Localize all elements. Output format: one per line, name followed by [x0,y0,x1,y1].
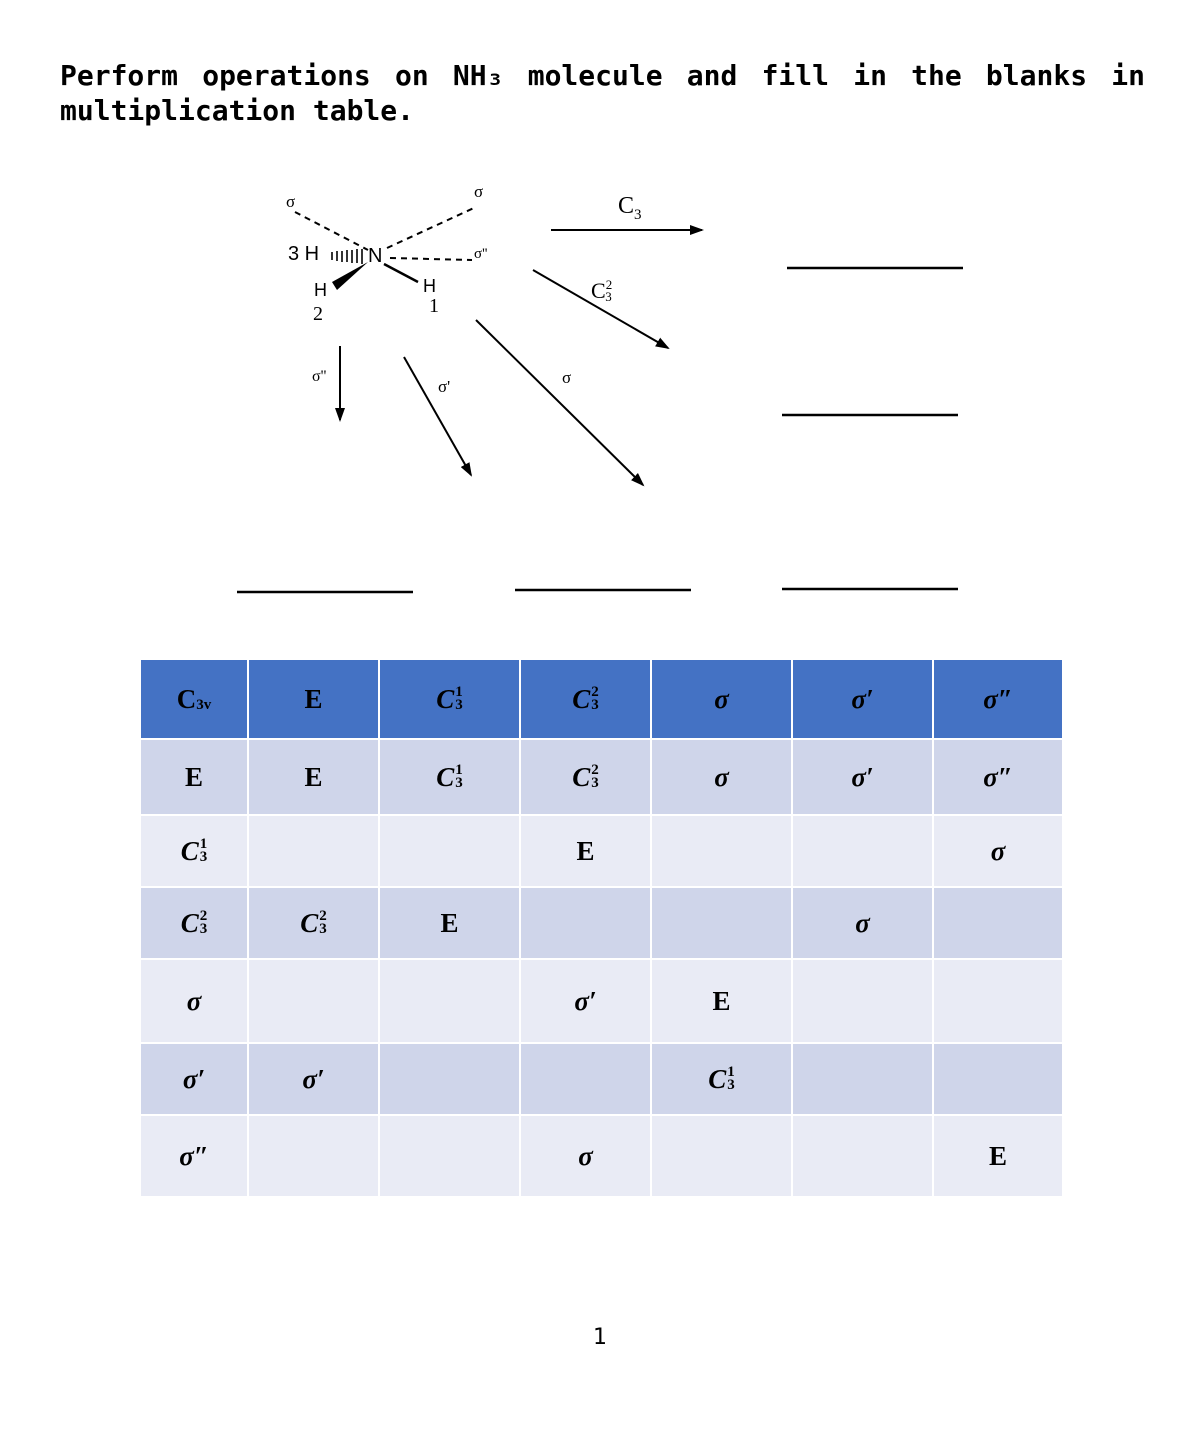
h2-atom-label: H [314,280,327,300]
table-cell[interactable] [650,886,793,960]
table-cell[interactable] [791,1114,934,1198]
table-cell: σ [791,886,934,960]
c3-label: C3 [618,193,642,223]
table-cell[interactable] [247,814,380,888]
row-header-cell: E [139,738,249,816]
table-cell[interactable] [378,814,521,888]
sigma-double-plane-dash [389,257,473,261]
hashed-wedge-bond [331,249,363,264]
sigma-operation: σ [475,319,958,591]
table-cell[interactable] [932,958,1064,1044]
table-cell: E [247,738,380,816]
table-cell: E [650,958,793,1044]
row-header-cell: σ″ [139,1114,249,1198]
table-cell: σ [932,814,1064,888]
table-cell[interactable] [932,886,1064,960]
table-row: σ″ σ E [139,1114,1064,1198]
sigma-plane-right-dash [386,206,477,249]
table-cell[interactable] [247,958,380,1044]
table-cell: E [932,1114,1064,1198]
table-cell: E [378,886,521,960]
table-cell[interactable] [650,1114,793,1198]
page-number: 1 [593,1325,607,1350]
h1-atom-number: 1 [429,295,439,317]
table-cell: σ [650,658,793,740]
sigma-plane-left-dash [294,211,369,251]
sigma-double-operation: σ'' [237,346,413,594]
table-cell[interactable] [791,958,934,1044]
table-cell: σ [519,1114,652,1198]
table-cell[interactable] [378,1042,521,1116]
nitrogen-atom-label: N [368,245,382,267]
table-cell[interactable] [378,1114,521,1198]
sigma-prime-op-label: σ' [438,377,450,396]
c3-operation: C3 [551,193,963,270]
sigma-op-label: σ [562,368,571,387]
table-cell: σ′ [519,958,652,1044]
h2-atom-number: 2 [313,303,323,325]
table-cell[interactable] [650,814,793,888]
row-header-cell: σ [139,958,249,1044]
table-cell: σ′ [791,738,934,816]
sigma-prime-arrow [403,356,472,477]
h3-atom-label: 3 H [288,243,319,265]
table-cell[interactable] [519,886,652,960]
sigma-double-op-label: σ'' [312,368,327,385]
table-cell: σ″ [932,658,1064,740]
table-cell[interactable] [791,814,934,888]
table-cell: σ [650,738,793,816]
page-title: Perform operations on NH₃ molecule and f… [60,59,1145,127]
sigma-double-label: σ'' [474,246,488,262]
row-header-cell: σ′ [139,1042,249,1116]
table-cell[interactable] [247,1114,380,1198]
n-h1-bond [383,262,419,284]
table-cell[interactable] [791,1042,934,1116]
table-cell[interactable] [378,958,521,1044]
table-row: σ σ′E [139,958,1064,1044]
solid-wedge-bond [332,262,368,290]
table-cell: E [519,814,652,888]
c32-arrow [532,269,670,350]
nh3-molecule: σ σ σ'' 3 H N H 2 H 1 [286,182,488,325]
table-cell[interactable] [932,1042,1064,1116]
table-cell: σ″ [932,738,1064,816]
table-cell: E [247,658,380,740]
sigma-label-top-left: σ [286,192,295,211]
sigma-arrow [475,319,645,487]
h1-atom-label: H [423,276,436,296]
sigma-prime-operation: σ' [403,356,691,592]
table-cell[interactable] [519,1042,652,1116]
table-cell: σ′ [247,1042,380,1116]
sigma-label-top-right: σ [474,182,483,201]
table-cell: σ′ [791,658,934,740]
